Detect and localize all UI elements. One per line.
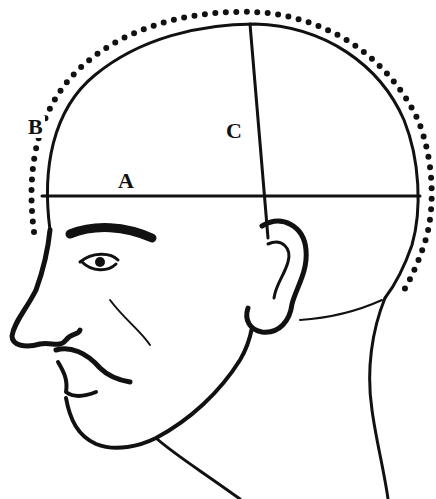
ear-inner: [268, 242, 289, 298]
part-label: B: [26, 116, 45, 138]
neck-back: [370, 298, 388, 499]
lips: [58, 362, 96, 396]
horizontal-line: [42, 195, 420, 198]
chin: [66, 328, 252, 448]
ear: [247, 221, 306, 332]
neck-front: [156, 438, 240, 499]
nose: [12, 230, 80, 346]
part-label: A: [116, 170, 136, 192]
dotted-contour: [31, 12, 431, 290]
vertical-line: [250, 24, 268, 238]
eye: [80, 254, 118, 270]
skull-outline: [47, 24, 418, 298]
cheek: [110, 300, 150, 345]
part-label: C: [224, 120, 244, 142]
eyebrow: [70, 228, 152, 238]
hair-shade: [300, 300, 382, 320]
